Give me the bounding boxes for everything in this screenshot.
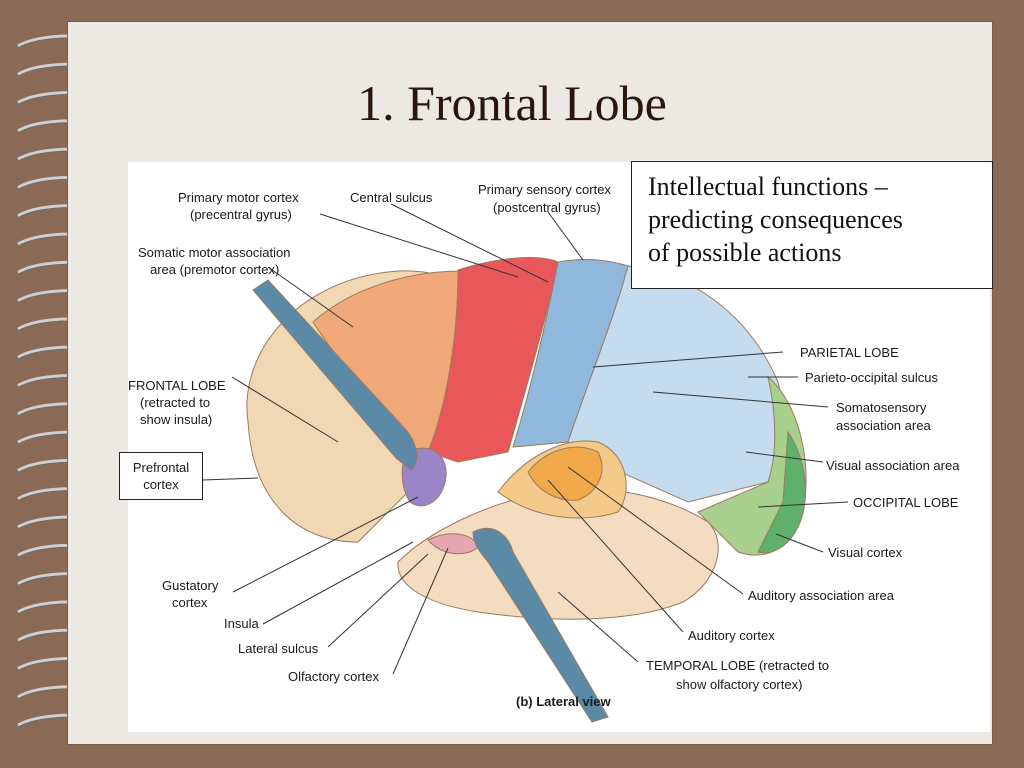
label-insula: Insula (224, 616, 259, 631)
label-parietal-lobe: PARIETAL LOBE (800, 345, 899, 360)
label-central-sulcus: Central sulcus (350, 190, 433, 205)
label-primary-motor-2: (precentral gyrus) (190, 207, 292, 222)
label-frontal-lobe-1: FRONTAL LOBE (128, 378, 226, 393)
prefrontal-line-2: cortex (143, 477, 179, 492)
leader-lines (202, 203, 849, 675)
label-primary-motor-1: Primary motor cortex (178, 190, 299, 205)
label-temporal-lobe-2: show olfactory cortex) (676, 677, 802, 692)
label-somatic-motor-2: area (premotor cortex) (150, 262, 279, 277)
label-gustatory-1: Gustatory (162, 578, 219, 593)
frontal-lobe-function-callout: Intellectual functions – predicting cons… (631, 161, 993, 289)
label-frontal-lobe-2: (retracted to (140, 395, 210, 410)
label-somatic-motor-1: Somatic motor association (138, 245, 290, 260)
label-primary-sensory-2: (postcentral gyrus) (493, 200, 601, 215)
primary-motor-cortex-region (427, 257, 559, 463)
label-olfactory-cortex: Olfactory cortex (288, 669, 380, 684)
label-occipital-lobe: OCCIPITAL LOBE (853, 495, 959, 510)
label-frontal-lobe-3: show insula) (140, 412, 212, 427)
label-auditory-association: Auditory association area (748, 588, 895, 603)
lower-retractor (472, 527, 609, 723)
label-gustatory-2: cortex (172, 595, 208, 610)
label-visual-cortex: Visual cortex (828, 545, 903, 560)
upper-retractor (252, 279, 418, 471)
visual-cortex-region (757, 430, 806, 554)
callout-line-3: of possible actions (648, 238, 842, 268)
figure-caption: (b) Lateral view (516, 694, 612, 709)
prefrontal-cortex-label-box: Prefrontal cortex (119, 452, 203, 500)
label-primary-sensory-1: Primary sensory cortex (478, 182, 611, 197)
auditory-cortex-region (527, 446, 603, 501)
prefrontal-line-1: Prefrontal (132, 460, 190, 475)
label-temporal-lobe-1: TEMPORAL LOBE (retracted to (646, 658, 829, 673)
label-somatosensory-2: association area (836, 418, 931, 433)
label-lateral-sulcus: Lateral sulcus (238, 641, 319, 656)
label-parieto-occipital: Parieto-occipital sulcus (805, 370, 938, 385)
label-somatosensory-1: Somatosensory (836, 400, 927, 415)
slide-title: 1. Frontal Lobe (357, 75, 667, 131)
brain-illustration: Primary motor cortex (precentral gyrus) … (128, 182, 960, 723)
callout-line-2: predicting consequences (648, 205, 903, 235)
callout-line-1: Intellectual functions – (648, 172, 888, 201)
label-visual-association: Visual association area (826, 458, 960, 473)
label-auditory-cortex: Auditory cortex (688, 628, 775, 643)
